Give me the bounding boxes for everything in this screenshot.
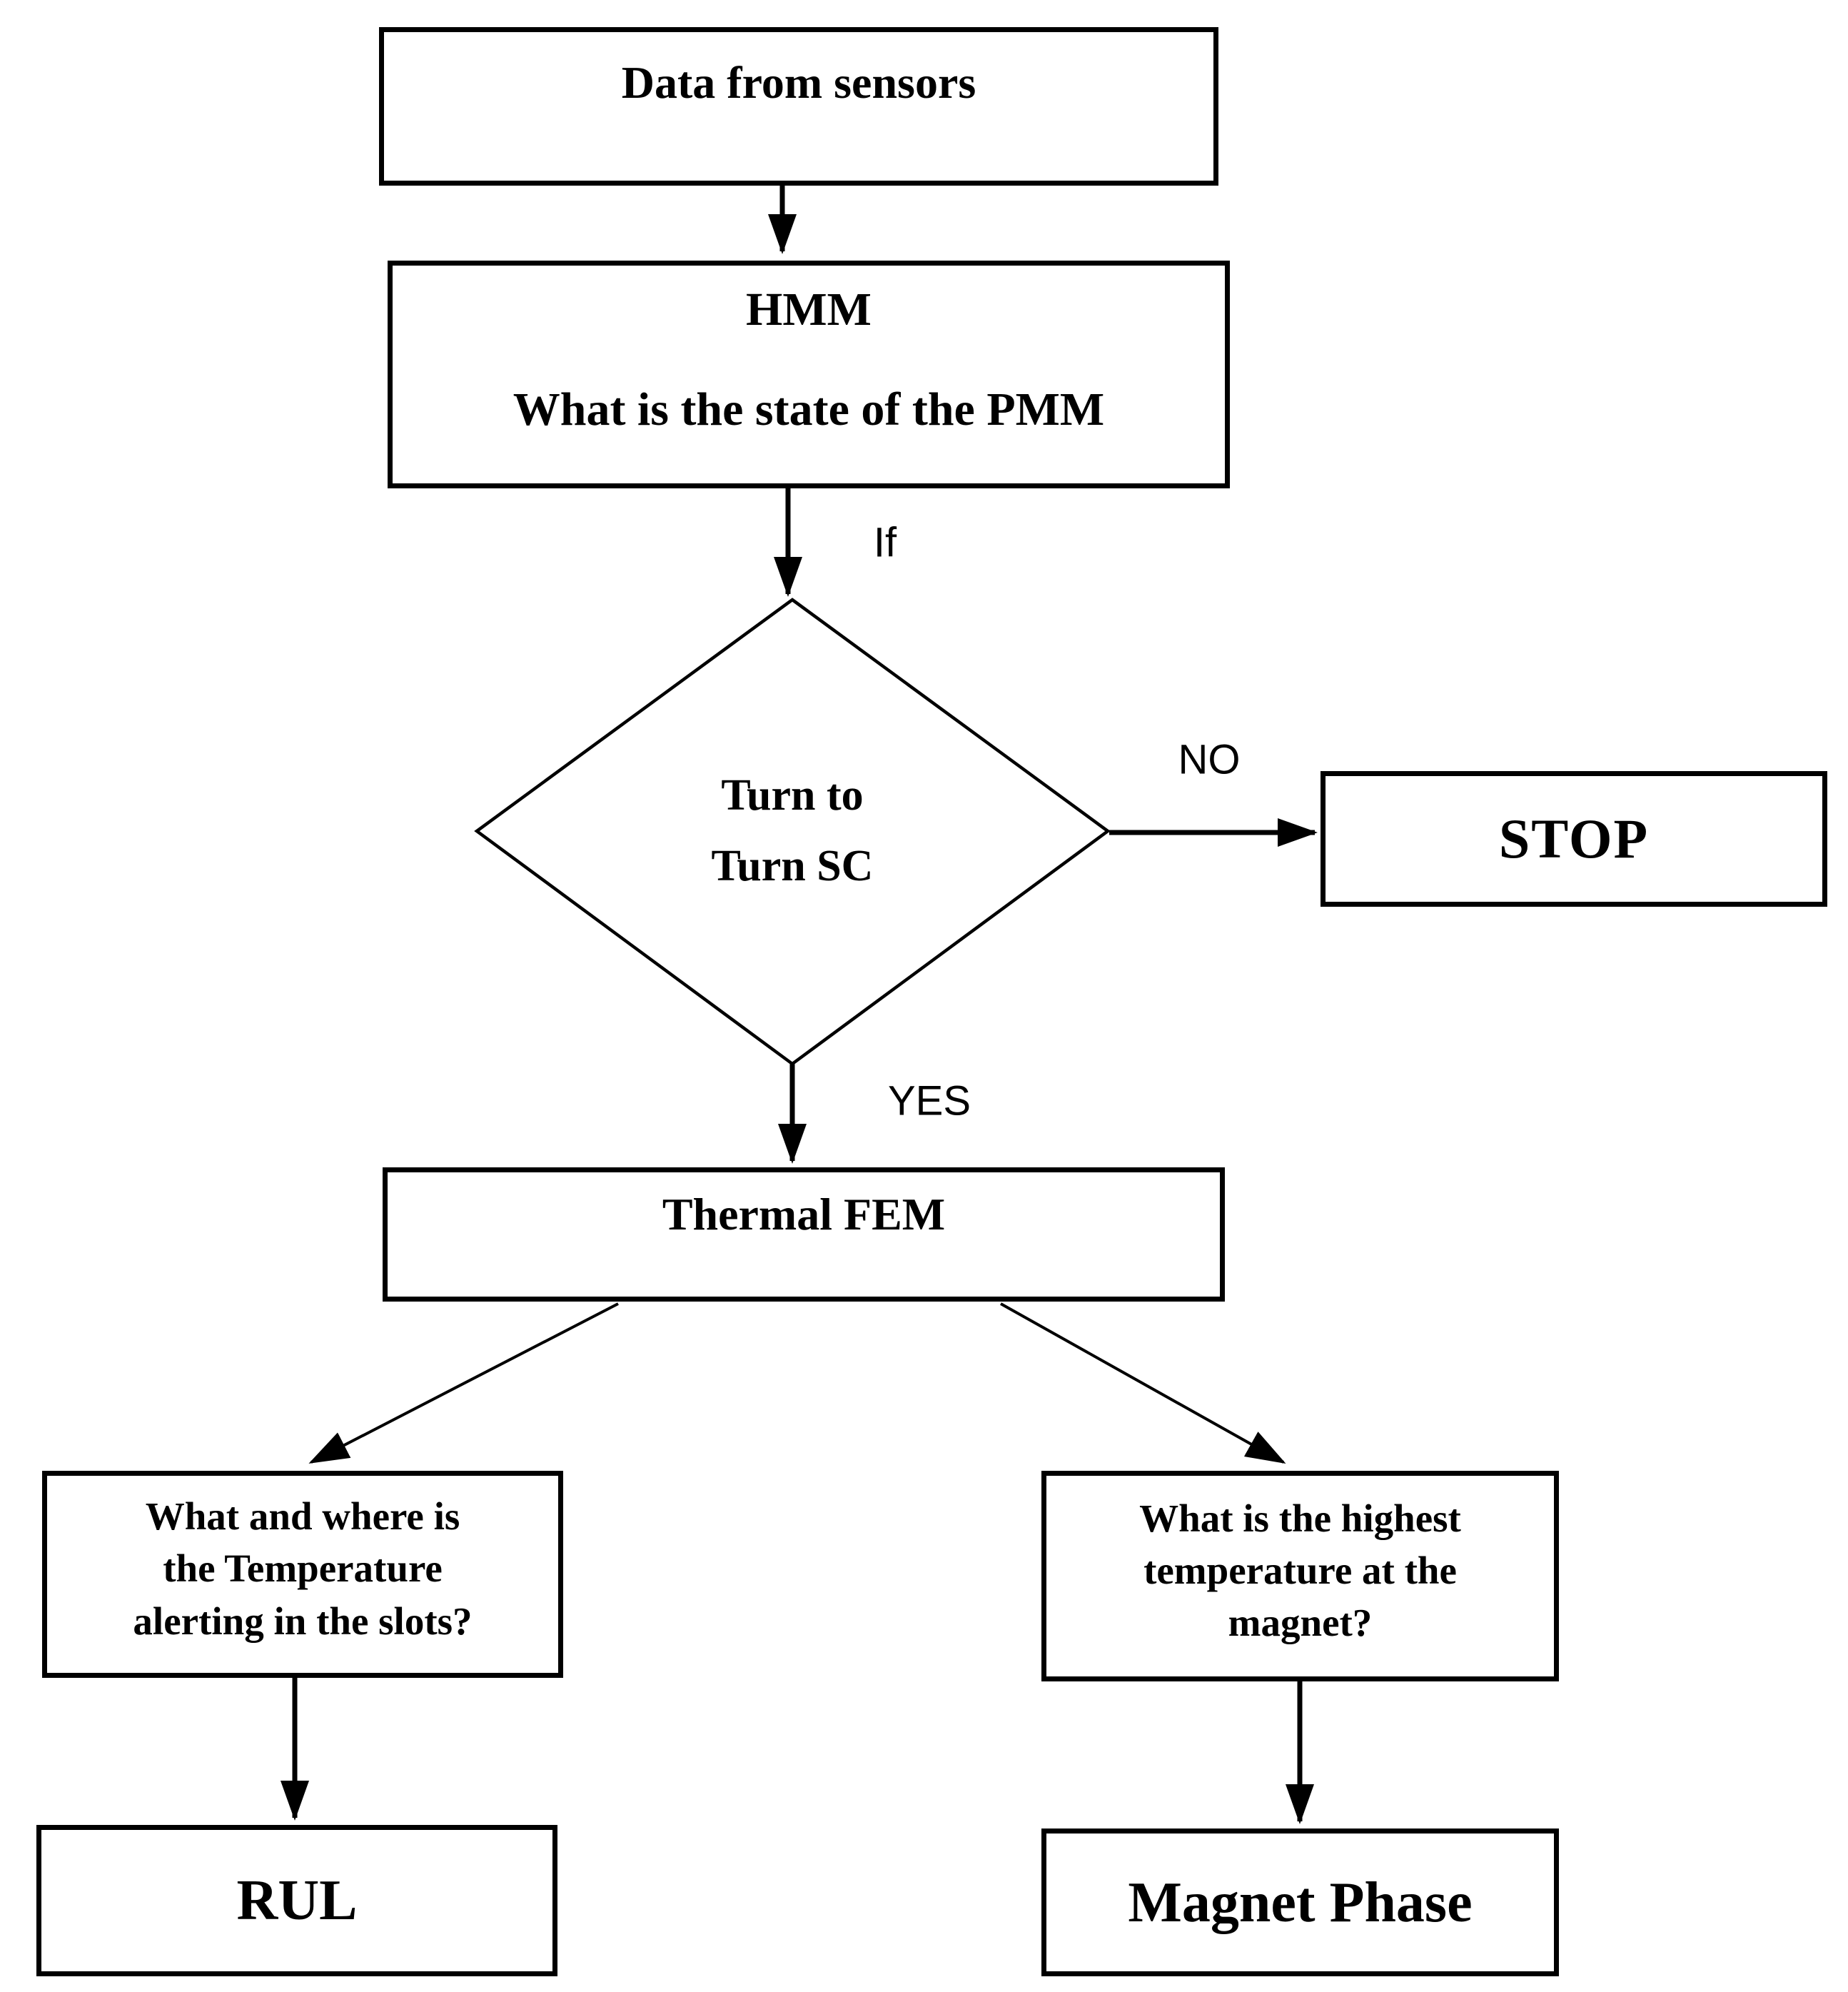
node-thermal-fem-label: Thermal FEM xyxy=(662,1189,946,1239)
node-thermal-fem: Thermal FEM xyxy=(383,1167,1225,1302)
edge-label-yes: YES xyxy=(887,1077,971,1125)
node-decision-label: Turn to Turn SC xyxy=(712,760,874,902)
edge-label-no: NO xyxy=(1178,736,1241,783)
node-hmm-question: What is the state of the PMM xyxy=(513,383,1105,436)
magnet-question-line-2: temperature at the xyxy=(1143,1548,1457,1592)
node-hmm: HMM What is the state of the PMM xyxy=(388,261,1230,488)
node-stop-label: STOP xyxy=(1498,808,1650,870)
node-data-from-sensors: Data from sensors xyxy=(379,27,1218,186)
slots-question-line-1: What and where is xyxy=(145,1494,460,1539)
node-data-from-sensors-label: Data from sensors xyxy=(621,57,976,108)
magnet-question-line-1: What is the highest xyxy=(1139,1496,1461,1540)
node-hmm-title: HMM xyxy=(746,283,872,336)
node-slots-question: What and where is the Temperature alerti… xyxy=(42,1471,563,1678)
slots-question-line-3: alerting in the slots? xyxy=(133,1599,473,1643)
edge-thermal-to-slots xyxy=(308,1302,619,1464)
node-rul-label: RUL xyxy=(236,1869,358,1932)
slots-question-line-2: the Temperature xyxy=(163,1546,443,1591)
node-stop: STOP xyxy=(1321,771,1827,907)
node-magnet-question: What is the highest temperature at the m… xyxy=(1041,1471,1559,1681)
edge-thermal-to-magnetq xyxy=(1000,1302,1286,1464)
decision-line-1: Turn to xyxy=(721,770,864,820)
edge-label-if: If xyxy=(873,519,897,566)
decision-line-2: Turn SC xyxy=(711,842,874,890)
node-magnet-phase: Magnet Phase xyxy=(1041,1828,1559,1976)
node-magnet-phase-label: Magnet Phase xyxy=(1128,1871,1473,1934)
magnet-question-line-3: magnet? xyxy=(1228,1601,1373,1645)
node-rul: RUL xyxy=(36,1825,557,1976)
